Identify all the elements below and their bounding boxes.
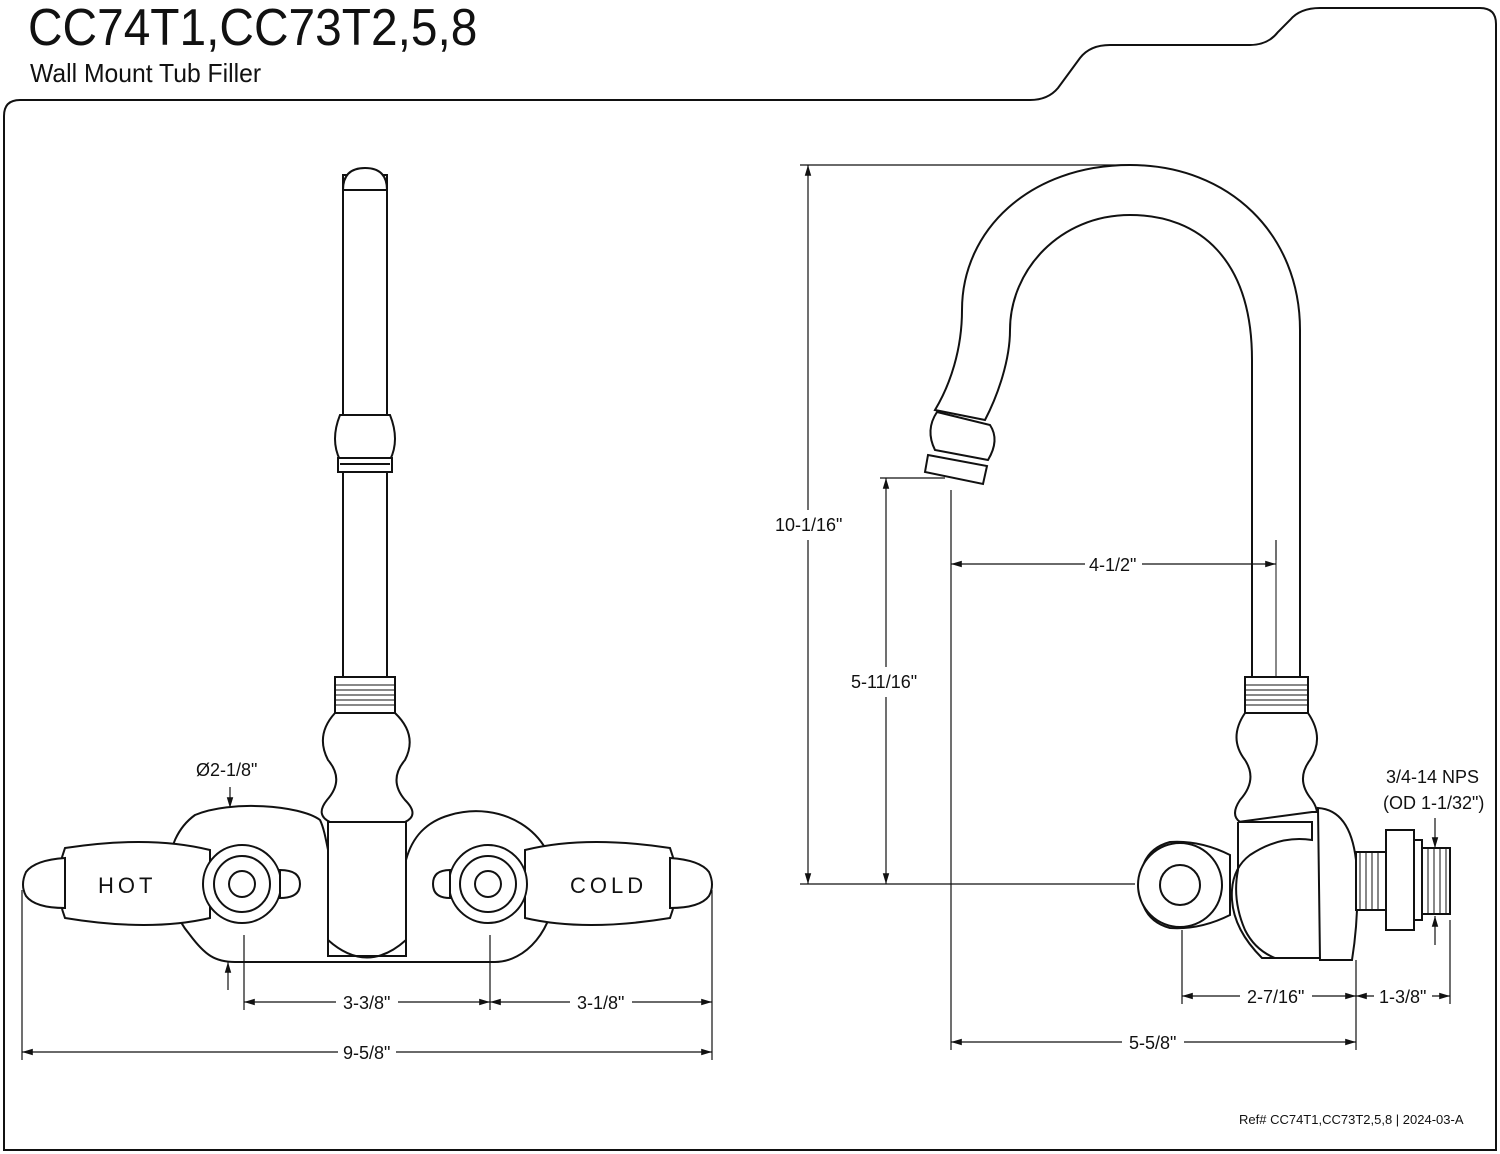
page-title: CC74T1,CC73T2,5,8	[28, 0, 478, 57]
side-body-curves	[1234, 712, 1318, 823]
front-view	[22, 166, 713, 963]
cold-handle-label: COLD	[570, 873, 647, 898]
center-right-dim: 3-1/8"	[577, 993, 624, 1013]
riser-body-curves	[320, 712, 414, 823]
hot-handle-label: HOT	[98, 873, 156, 898]
spout-height-dim: 5-11/16"	[851, 672, 917, 692]
overall-height-dim: 10-1/16"	[775, 515, 842, 535]
flange-diameter-dim: Ø2-1/8"	[196, 760, 257, 780]
side-dimension-lines	[800, 164, 1451, 1050]
gooseneck-spout	[933, 163, 1301, 678]
inlet-thread-end	[1421, 847, 1451, 915]
cold-handle-knob	[669, 856, 713, 910]
page-subtitle: Wall Mount Tub Filler	[30, 58, 262, 88]
spout-reach-dim: 4-1/2"	[1089, 555, 1136, 575]
overall-projection-dim: 5-5/8"	[1129, 1033, 1176, 1053]
side-valve-stem	[1159, 864, 1201, 906]
side-view	[923, 163, 1451, 961]
center-left-dim: 3-3/8"	[343, 993, 390, 1013]
inlet-od-dim: (OD 1-1/32")	[1383, 793, 1484, 813]
side-wall-flange	[1316, 806, 1359, 961]
inlet-nut	[1385, 829, 1415, 931]
hot-handle-knob	[22, 856, 66, 910]
front-dimension-lines	[21, 787, 713, 1060]
drawing-frame	[3, 7, 1497, 1151]
inlet-thread-dim: 3/4-14 NPS	[1386, 767, 1479, 787]
spout-tip-collar	[929, 410, 996, 462]
inlet-depth-dim: 2-7/16"	[1247, 987, 1304, 1007]
inlet-thread	[1355, 851, 1387, 911]
riser-base-body	[327, 821, 407, 957]
thread-length-dim: 1-3/8"	[1379, 987, 1426, 1007]
overall-width-dim: 9-5/8"	[343, 1043, 390, 1063]
cold-valve-stem	[474, 870, 502, 898]
riser-pipe-tip	[341, 166, 389, 191]
riser-pipe-lower	[342, 471, 388, 678]
inlet-washer	[1413, 839, 1423, 921]
riser-collar-top	[334, 414, 396, 461]
reference-footer: Ref# CC74T1,CC73T2,5,8 | 2024-03-A	[1239, 1112, 1464, 1127]
riser-pipe-upper	[342, 174, 388, 416]
hot-valve-stem	[228, 870, 256, 898]
